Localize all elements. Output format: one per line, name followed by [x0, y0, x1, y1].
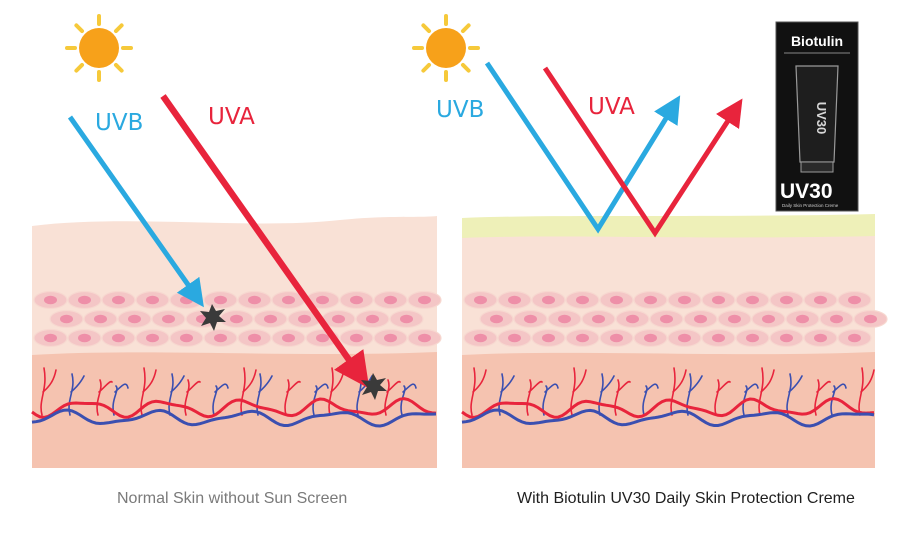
- right-cell-layer: [463, 290, 888, 348]
- damage-burst-icon: [200, 304, 226, 331]
- product-box: Biotulin UV30 UV30 Daily Skin Protection…: [775, 21, 859, 212]
- uvb-label-left: UVB: [95, 110, 143, 136]
- uva-label-left: UVA: [208, 104, 255, 130]
- product-brand-name: Biotulin: [791, 33, 843, 49]
- product-tube: UV30: [795, 65, 839, 173]
- sun-icon: [412, 14, 480, 82]
- uva-ray-reflected: [542, 66, 743, 238]
- uva-label-right: UVA: [588, 94, 635, 120]
- sun-icon: [65, 14, 133, 82]
- caption-normal-skin: Normal Skin without Sun Screen: [117, 490, 348, 507]
- product-name: UV30: [780, 180, 833, 203]
- right-blood-vessels: [461, 367, 875, 428]
- left-cell-layer: [33, 290, 442, 348]
- uvb-ray-reflected: [484, 61, 681, 234]
- caption-protected-skin: With Biotulin UV30 Daily Skin Protection…: [517, 490, 855, 507]
- damage-burst-icon: [361, 373, 387, 400]
- product-subtitle: Daily Skin Protection Creme: [782, 203, 839, 208]
- sunscreen-layer: [462, 214, 875, 238]
- right-skin-cross-section: [461, 214, 888, 468]
- uvb-label-right: UVB: [436, 97, 484, 123]
- left-skin-cross-section: [31, 216, 442, 468]
- uva-ray-left: [160, 94, 370, 389]
- left-blood-vessels: [31, 367, 437, 428]
- right-dermis-layer: [462, 352, 875, 468]
- uvb-ray-left: [67, 115, 204, 308]
- left-dermis-layer: [32, 352, 437, 468]
- tube-label: UV30: [814, 102, 829, 135]
